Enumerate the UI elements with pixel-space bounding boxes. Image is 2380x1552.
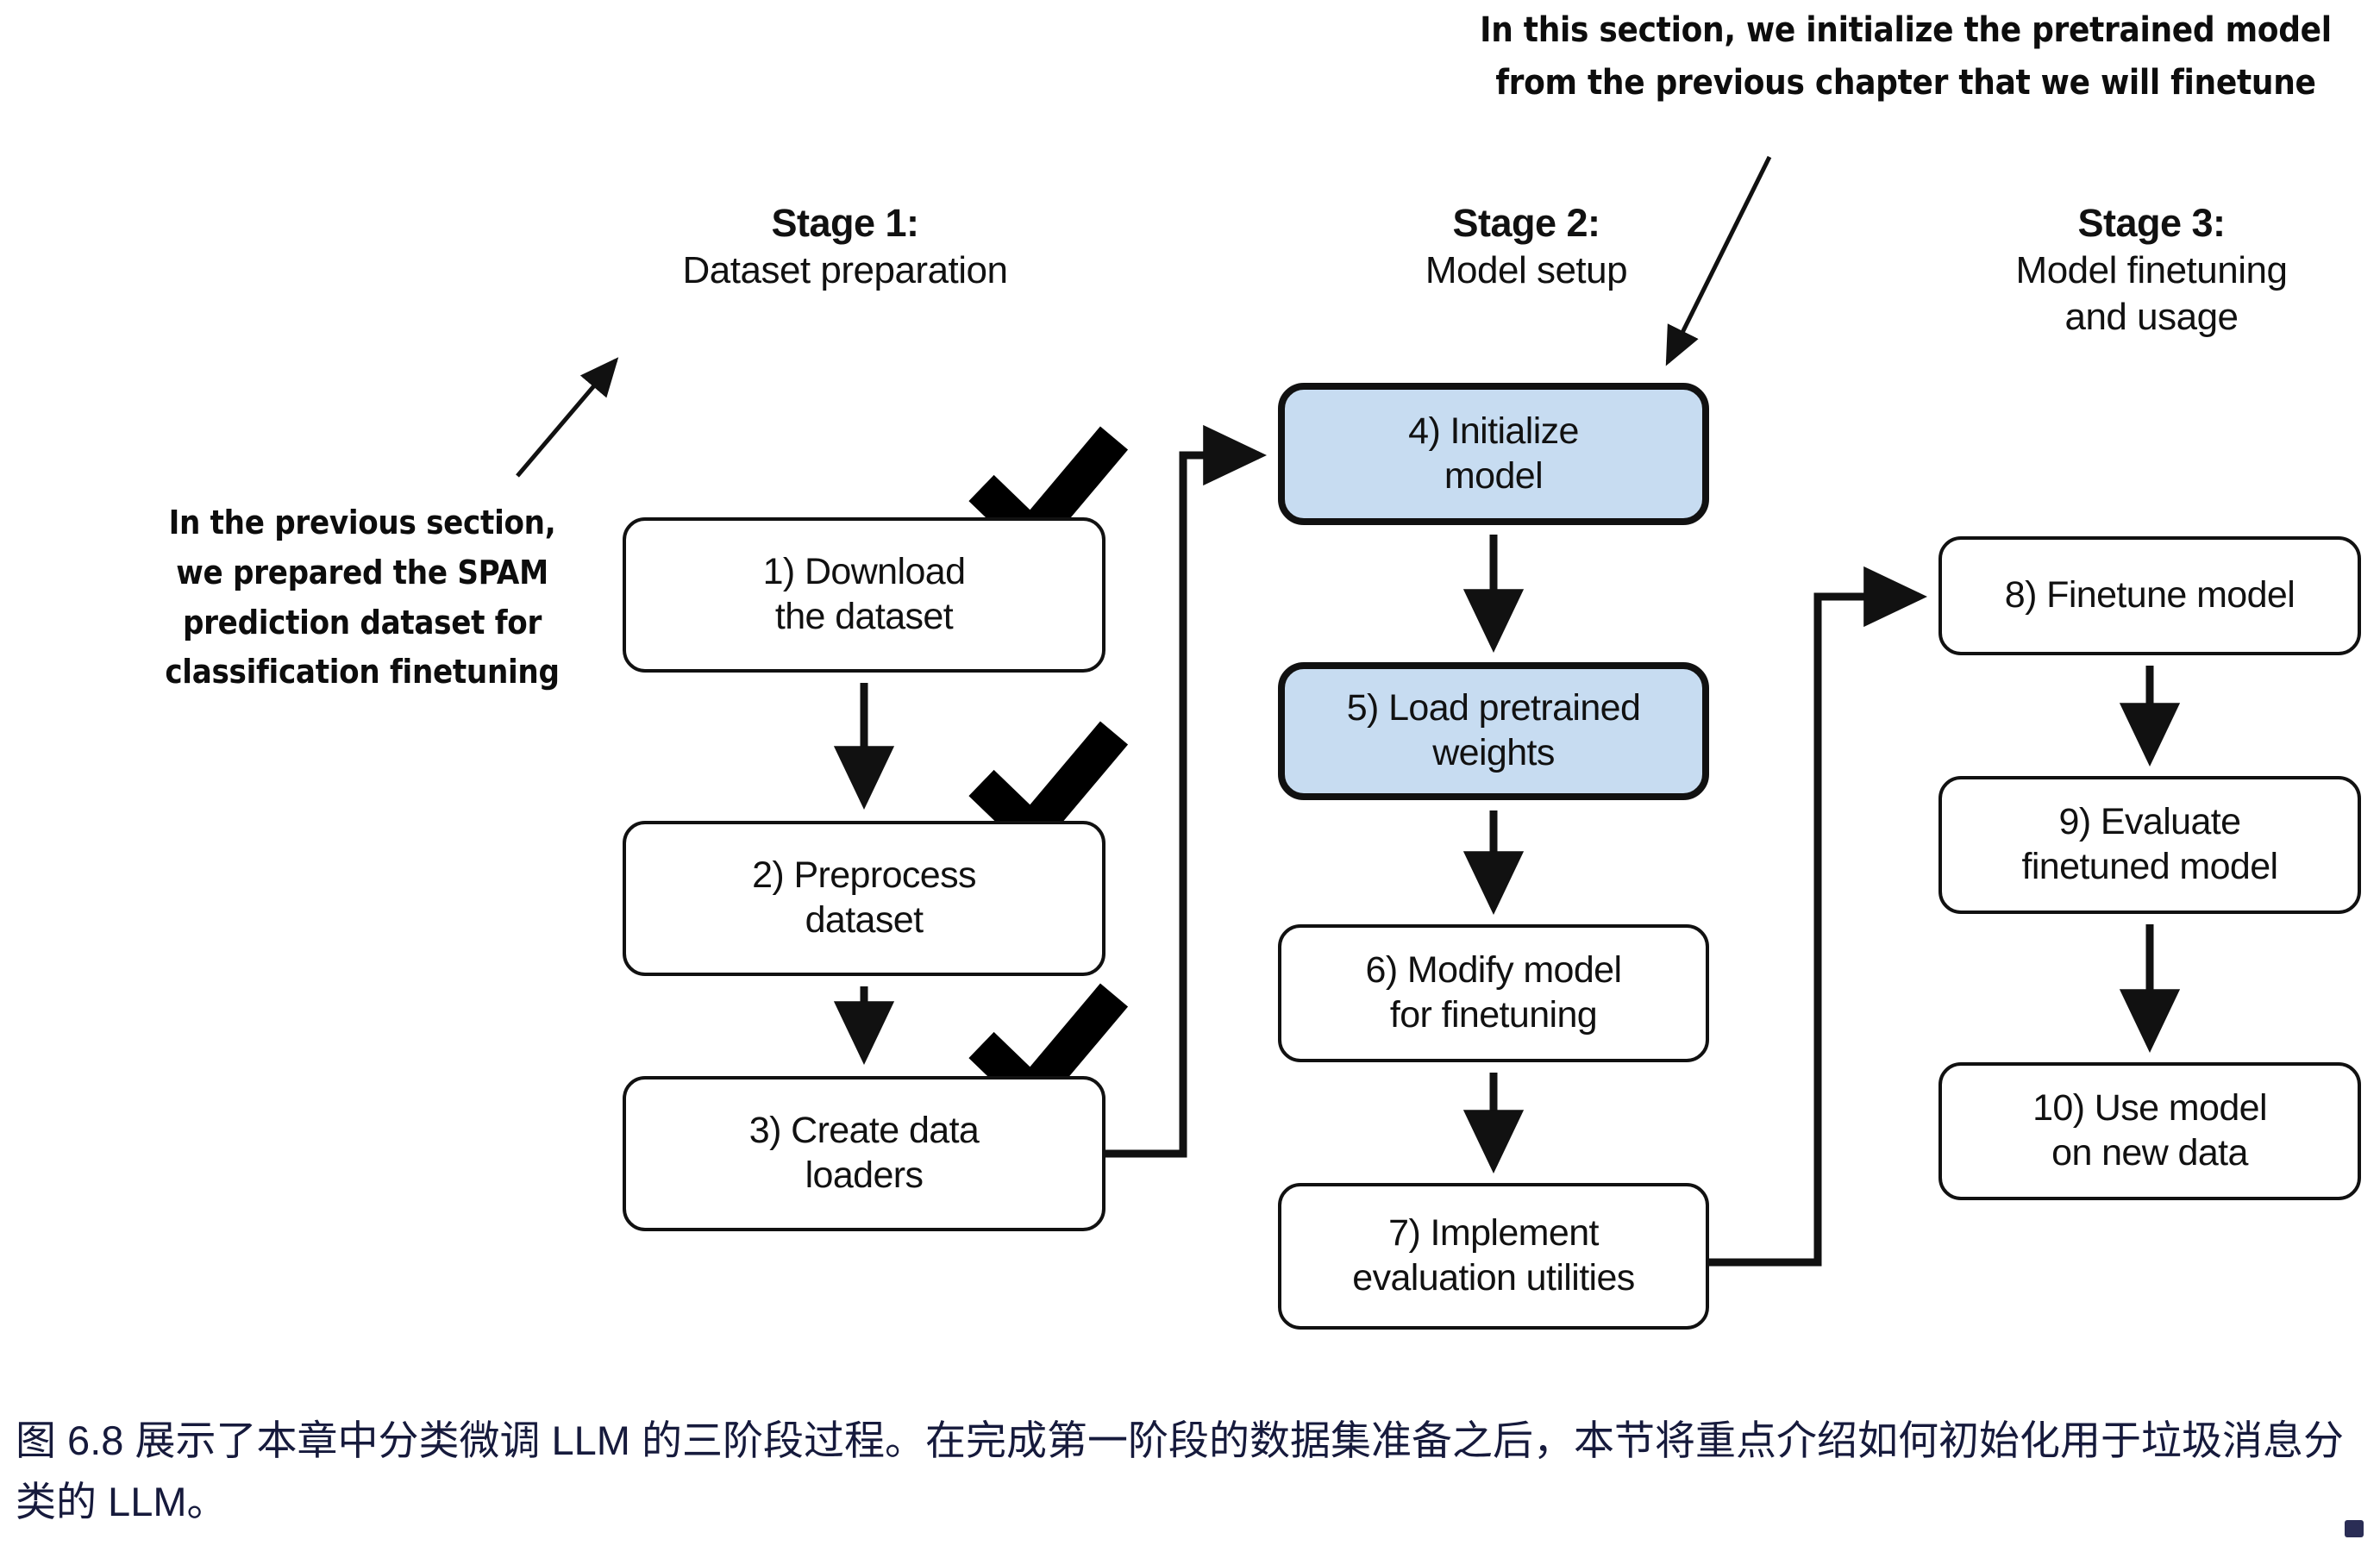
flow-node-modify-model[interactable]: 6) Modify model for finetuning [1278, 924, 1709, 1062]
stage-heading-3: Stage 3: Model finetuning and usage [1923, 200, 2380, 340]
flow-node-create-data-loaders[interactable]: 3) Create data loaders [623, 1076, 1105, 1231]
stage-title-3: Stage 3: [2077, 201, 2226, 245]
annotation-arrow-top [1665, 155, 1772, 366]
checkmark-icon-step-2 [968, 721, 1129, 858]
annotation-top-text: In this section, we initialize the pretr… [1480, 10, 2332, 103]
flow-node-use-model-new-data[interactable]: 10) Use model on new data [1938, 1062, 2361, 1200]
annotation-arrow-left [516, 357, 619, 478]
stage-subtitle-3: Model finetuning and usage [2015, 248, 2288, 338]
connector-7-to-8 [1709, 566, 1928, 1267]
flow-node-preprocess-dataset[interactable]: 2) Preprocess dataset [623, 821, 1105, 976]
stage-subtitle-1: Dataset preparation [682, 248, 1008, 291]
annotation-left-text: In the previous section, we prepared the… [165, 504, 560, 692]
flow-node-evaluate-finetuned-model[interactable]: 9) Evaluate finetuned model [1938, 776, 2361, 914]
flow-node-implement-eval-utilities[interactable]: 7) Implement evaluation utilities [1278, 1183, 1709, 1330]
stage-subtitle-2: Model setup [1425, 248, 1628, 291]
figure-caption: 图 6.8 展示了本章中分类微调 LLM 的三阶段过程。在完成第一阶段的数据集准… [16, 1417, 2344, 1524]
flow-node-initialize-model[interactable]: 4) Initialize model [1278, 383, 1709, 525]
caption-end-marker [2345, 1520, 2364, 1537]
stage-heading-1: Stage 1: Dataset preparation [595, 200, 1095, 294]
stage-title-2: Stage 2: [1452, 201, 1600, 245]
flow-node-finetune-model[interactable]: 8) Finetune model [1938, 536, 2361, 655]
connector-3-to-4 [1105, 424, 1268, 1158]
stage-heading-2: Stage 2: Model setup [1319, 200, 1733, 294]
flow-node-load-pretrained-weights[interactable]: 5) Load pretrained weights [1278, 662, 1709, 800]
flow-node-download-dataset[interactable]: 1) Download the dataset [623, 517, 1105, 673]
stage-title-1: Stage 1: [771, 201, 919, 245]
